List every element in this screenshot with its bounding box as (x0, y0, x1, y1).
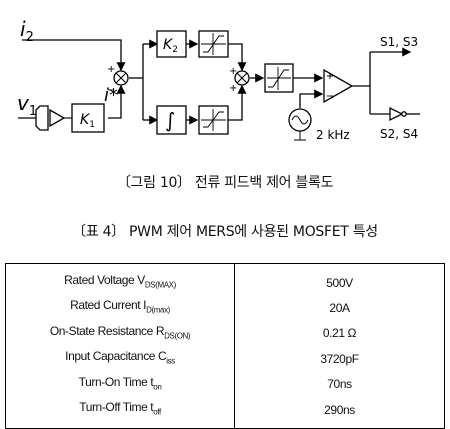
comparator-block (323, 68, 354, 104)
table-row: Rated Voltage VDS(MAX) 500V (5, 263, 445, 296)
table-row: Turn-Off Time toff 290ns (5, 396, 445, 429)
output-s2-s4-label: S2, S4 (380, 127, 418, 141)
row-label: Input Capacitance Ciss (5, 346, 235, 372)
row-value: 20A (329, 301, 350, 316)
row-label: Turn-Off Time toff (5, 396, 235, 429)
sum1-minus-sign: − (107, 85, 115, 96)
inverter-block (389, 106, 404, 122)
input-v1-label: v1 (17, 91, 37, 119)
control-block-diagram: i2 v1 K1 K2 i* ∫ + − + + 2 kHz S1, S3 S2… (17, 17, 420, 142)
row-value: 290ns (324, 402, 355, 417)
row-label: Turn-On Time ton (5, 371, 235, 397)
row-value: 0.21 Ω (322, 326, 357, 341)
table-row: Rated Current ID(max) 20A (5, 295, 445, 321)
input-filter-block (35, 105, 49, 131)
k2-label: K2 (163, 37, 178, 55)
figure-caption: 〔그림 10〕 전류 피드백 제어 블록도 (116, 175, 334, 191)
row-label: Rated Voltage VDS(MAX) (5, 263, 235, 296)
carrier-frequency-label: 2 kHz (316, 128, 350, 142)
table-caption: 〔표 4〕 PWM 제어 MERS에 사용된 MOSFET 특성 (72, 224, 378, 240)
row-value: 500V (326, 275, 353, 290)
k2-gain-block (156, 30, 187, 58)
table-row: Turn-On Time ton 70ns (5, 371, 445, 397)
sum1-plus-sign: + (107, 64, 115, 75)
integrator-block (156, 105, 187, 135)
table-row: Input Capacitance Ciss 3720pF (5, 346, 445, 372)
k1-label: K1 (80, 112, 95, 130)
mosfet-spec-table: Rated Voltage VDS(MAX) 500V Rated Curren… (5, 263, 445, 429)
row-label: On-State Resistance RDS(ON) (5, 320, 235, 347)
table-row: On-State Resistance RDS(ON) 0.21 Ω (5, 320, 445, 347)
integrator-symbol: ∫ (165, 108, 175, 132)
row-value: 3720pF (320, 351, 359, 366)
row-label: Rated Current ID(max) (5, 295, 235, 321)
output-s1-s3-label: S1, S3 (380, 35, 418, 49)
row-value: 70ns (327, 377, 352, 392)
input-i2-label: i2 (20, 17, 34, 45)
reference-label: i* (104, 85, 118, 106)
sum2-plus-sign-top: + (229, 66, 237, 77)
sum2-plus-sign-bottom: + (229, 83, 237, 94)
